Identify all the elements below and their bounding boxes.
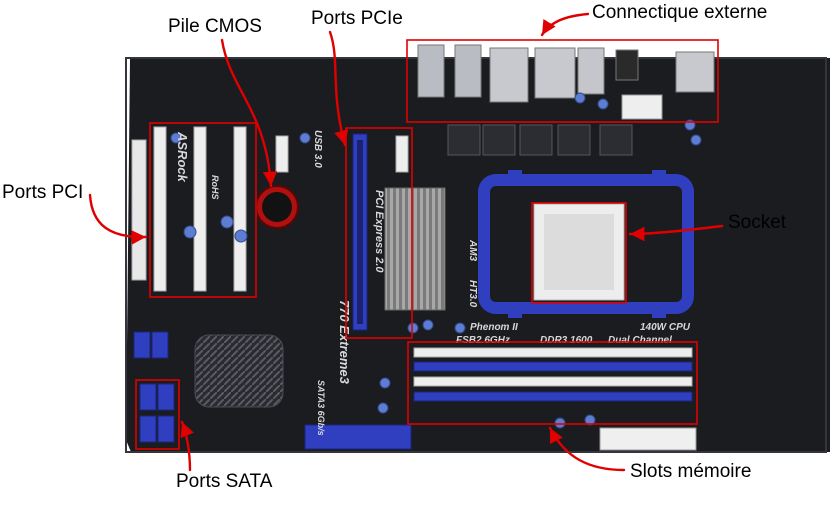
label-socket: Socket — [728, 212, 787, 233]
label-connectique-externe: Connectique externe — [592, 2, 768, 23]
arrow-pile-cmos — [220, 38, 278, 188]
capacitors — [170, 92, 702, 429]
label-pile-cmos: Pile CMOS — [168, 16, 262, 37]
cmos-battery — [255, 185, 299, 229]
callout-arrows — [88, 12, 724, 472]
ddr-silkscreen: DDR3 1600 — [540, 335, 593, 346]
vrm-chokes — [447, 124, 633, 156]
model-silkscreen: 770 Extreme3 — [337, 300, 352, 385]
label-slots-memoire: Slots mémoire — [630, 461, 752, 482]
brand-silkscreen: ASRock — [175, 131, 190, 183]
memory-slots — [413, 347, 693, 402]
sata-silkscreen: SATA3 6Gb/s — [316, 380, 326, 436]
label-ports-pcie: Ports PCIe — [311, 8, 403, 29]
rohs-silkscreen: RoHS — [210, 175, 220, 200]
phenom-silkscreen: Phenom II — [470, 322, 518, 333]
arrow-socket — [628, 224, 724, 242]
am3-silkscreen: AM3 — [467, 239, 478, 262]
pci-express-silkscreen: PCI Express 2.0 — [373, 190, 385, 273]
usb-silkscreen: USB 3.0 — [312, 130, 323, 168]
arrow-ports-pci — [88, 193, 148, 245]
box-socket — [531, 202, 627, 304]
pcie-x16-slot — [352, 133, 368, 331]
pcie-x1-slots — [275, 135, 409, 173]
arrow-slots-memoire — [548, 426, 626, 472]
sata-ports — [133, 331, 175, 443]
box-ports-sata — [135, 379, 180, 450]
label-ports-sata: Ports SATA — [176, 471, 273, 492]
box-connectique-externe — [406, 39, 719, 123]
dual-channel-silkscreen: Dual Channel — [608, 335, 672, 346]
label-ports-pci: Ports PCI — [2, 182, 84, 203]
southbridge-heatsink — [194, 334, 284, 408]
arrow-ports-pcie — [328, 30, 349, 147]
pci-slots — [131, 126, 247, 292]
arrow-ports-sata — [180, 420, 195, 472]
arrow-connectique — [540, 12, 590, 37]
ht-silkscreen: HT3.0 — [467, 280, 478, 308]
box-ports-pcie — [345, 127, 413, 339]
box-ports-pci — [149, 122, 257, 298]
box-slots-memoire — [407, 341, 698, 425]
cpu-socket-bracket — [478, 170, 694, 318]
northbridge-heatsink — [384, 187, 446, 311]
external-connectors — [417, 44, 715, 120]
ide-connector — [304, 424, 412, 450]
atx-power-connector — [599, 427, 697, 451]
highlight-boxes — [135, 39, 719, 450]
cpu-power-silkscreen: 140W CPU — [640, 322, 691, 333]
fsb-silkscreen: FSB2.6GHz — [456, 335, 510, 346]
